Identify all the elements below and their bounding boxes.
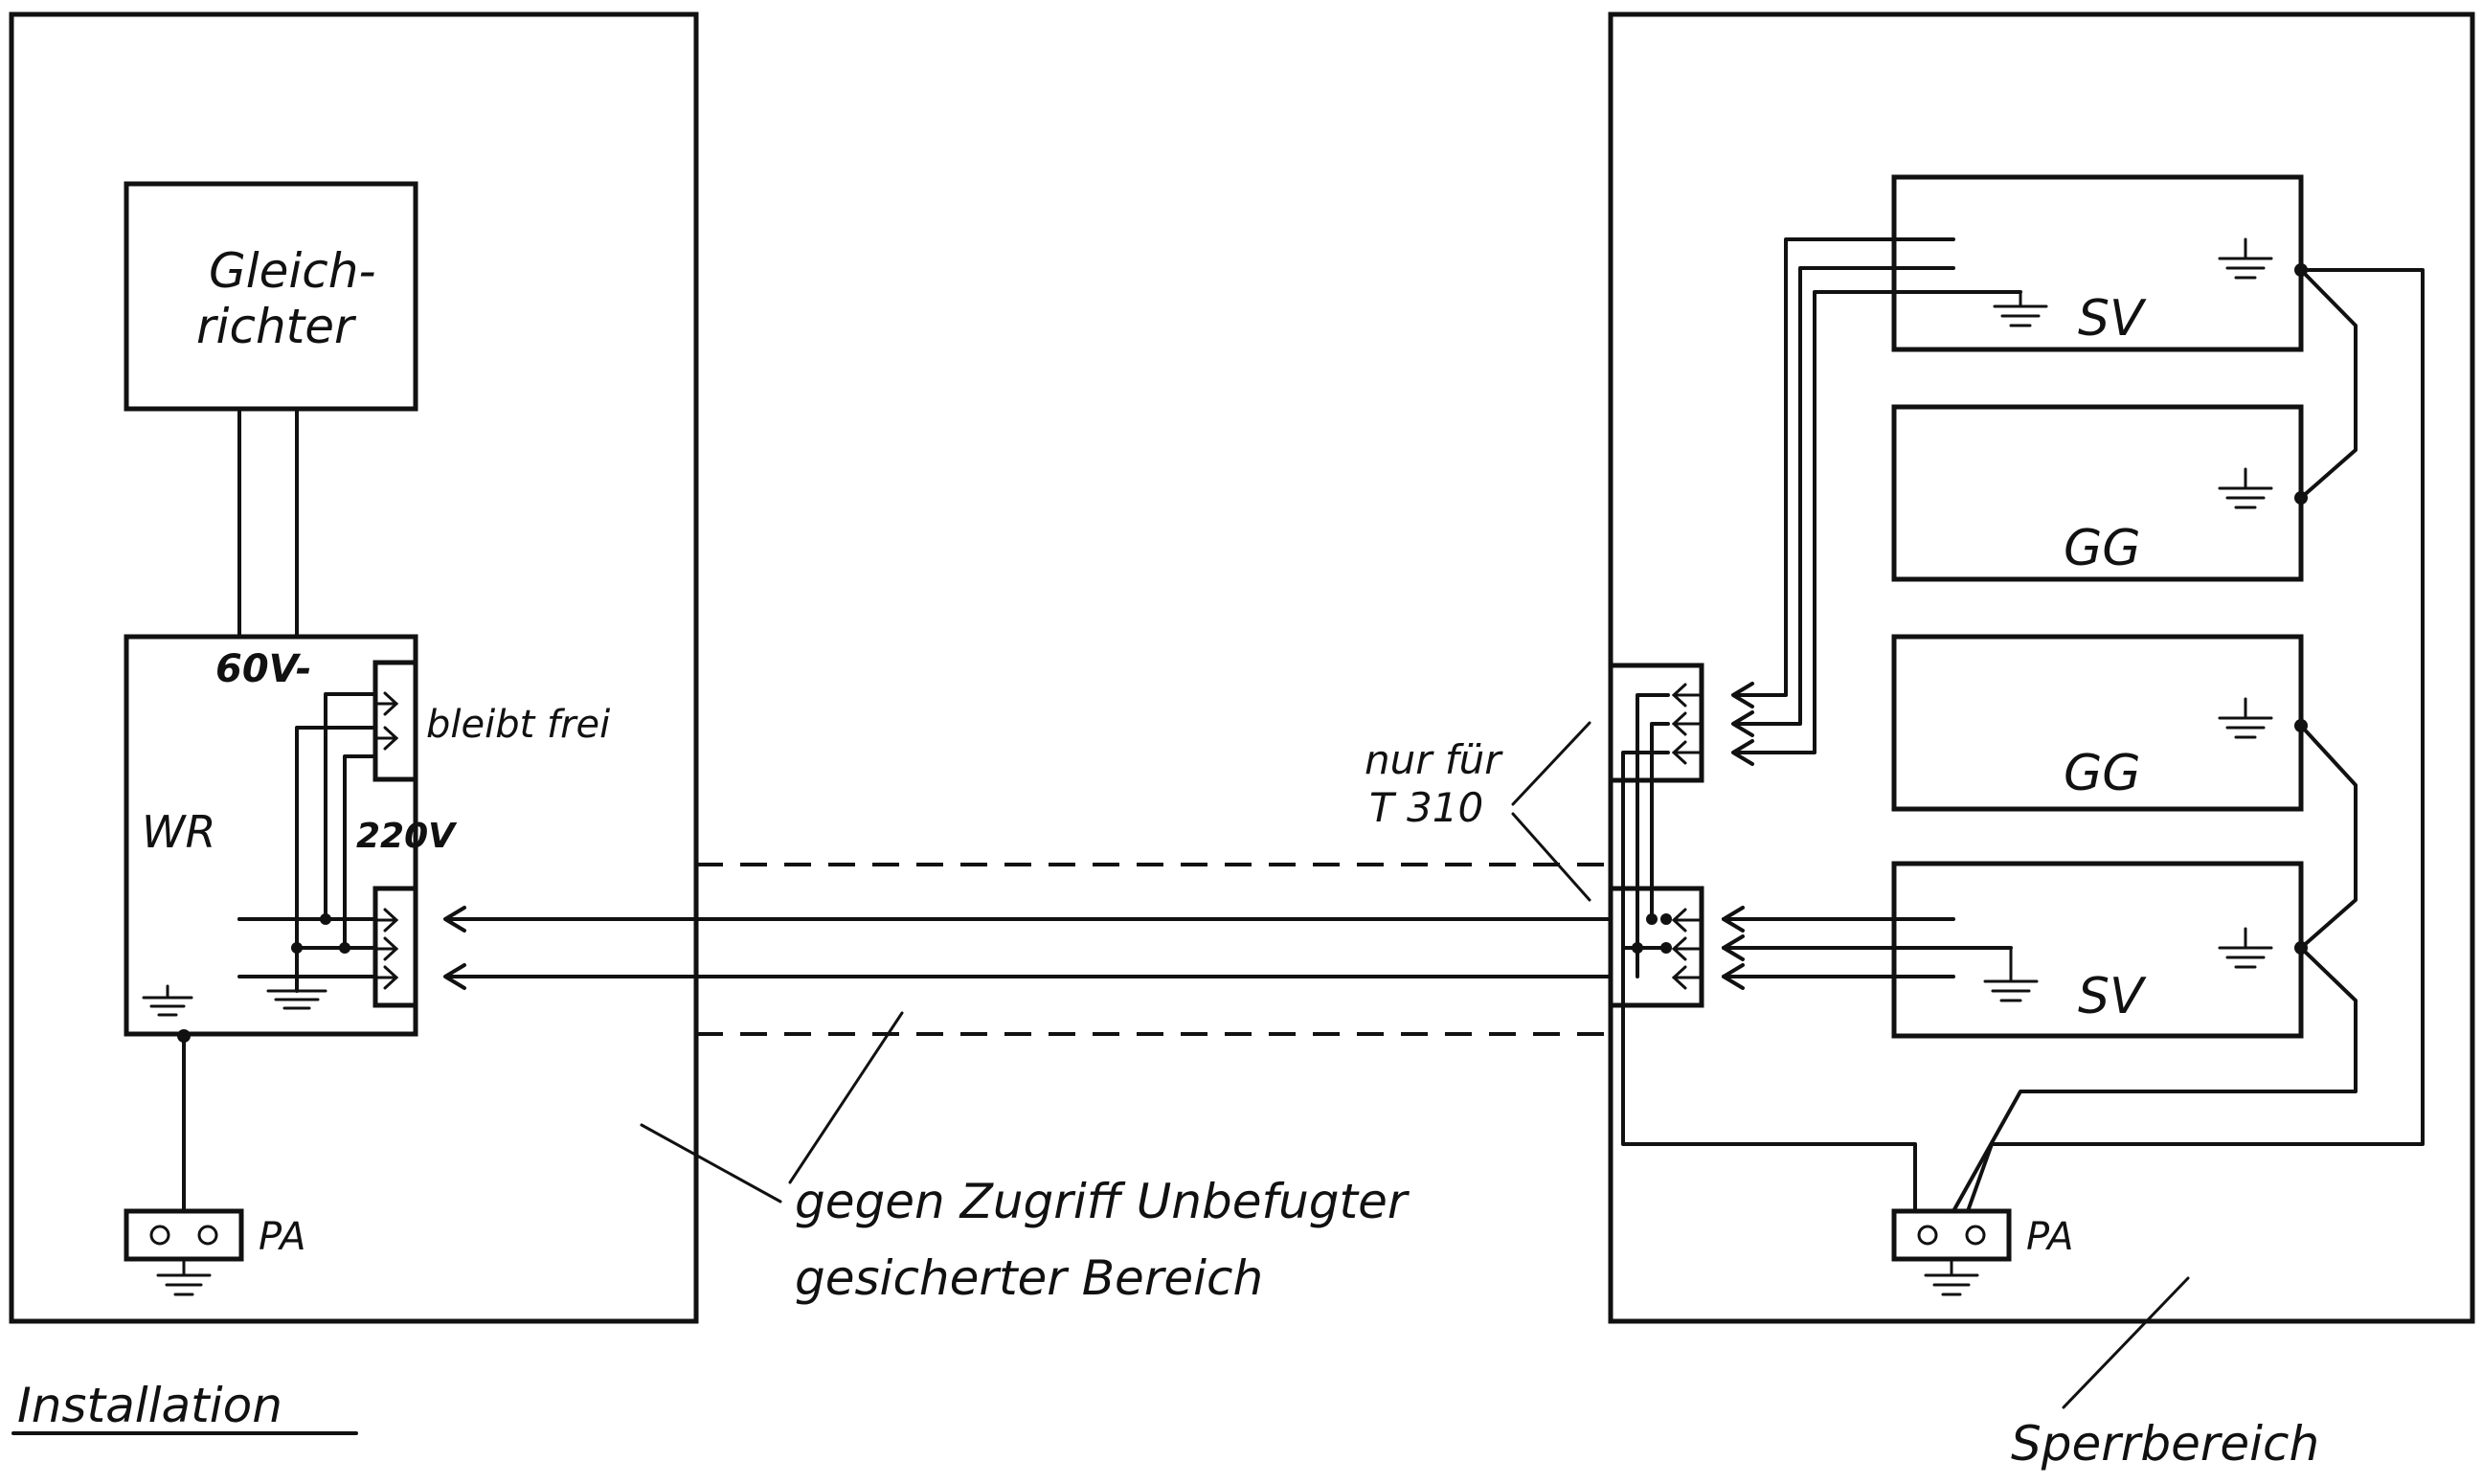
- ground-symbol-pa-right: [1924, 1257, 1979, 1296]
- voltage-dc-label: 60V-: [215, 647, 311, 691]
- leader-line-secured-1: [640, 1123, 782, 1203]
- pe-wire-2: [2299, 268, 2358, 500]
- ground-symbol-sv-top-inner: [1993, 290, 2048, 327]
- installation-label: Installation: [17, 1378, 282, 1433]
- inverter-box: [124, 634, 418, 1037]
- restricted-area-label: Sperrbereich: [2011, 1416, 2319, 1472]
- rectifier-label-line1: Gleich-: [209, 243, 376, 299]
- inverter-wire-b: [295, 726, 377, 950]
- pe-wire-4: [1952, 946, 2358, 1213]
- secured-area-label-line1: gegen Zugriff Unbefugter: [795, 1174, 1410, 1229]
- leader-line-secured-2: [788, 1011, 904, 1184]
- spare-connector-label: bleibt frei: [426, 703, 610, 747]
- device-gg-2-label: GG: [2064, 745, 2141, 802]
- device-gg-1-label: GG: [2064, 520, 2141, 577]
- rectifier-label-line2: richter: [196, 299, 357, 354]
- pa-label-left: PA: [259, 1215, 306, 1259]
- ground-symbol-sv-top: [2218, 237, 2273, 280]
- device-sv-top-label: SV: [2078, 290, 2147, 348]
- ground-symbol-inverter-connector: [266, 989, 327, 1010]
- connector-main-right: [1608, 886, 1704, 1008]
- note-leader-1: [1511, 721, 1591, 806]
- pa-busbar-left: [124, 1208, 244, 1262]
- note-label-line1: nur für: [1365, 736, 1503, 783]
- note-label-line2: T 310: [1369, 784, 1483, 831]
- ground-symbol-gg-1: [2218, 467, 2273, 509]
- pa-busbar-right: [1891, 1208, 2012, 1262]
- ground-symbol-sv-bottom-inner: [1983, 946, 2039, 1002]
- leader-line-restricted: [2062, 1276, 2190, 1409]
- secured-area-label-line2: gesicherter Bereich: [795, 1250, 1263, 1306]
- voltage-ac-label: 220V: [356, 817, 458, 856]
- inverter-label: WR: [142, 806, 215, 858]
- ground-symbol-inverter: [142, 984, 193, 1017]
- installation-area-frame: [9, 11, 699, 1324]
- pe-wire-1: [1966, 268, 2425, 1213]
- rectifier-box: [124, 181, 418, 412]
- pe-wire-3: [2299, 724, 2358, 950]
- ground-symbol-sv-bottom: [2218, 927, 2273, 969]
- ground-symbol-gg-2: [2218, 697, 2273, 739]
- pa-label-right: PA: [2026, 1215, 2074, 1259]
- ground-symbol-pa-left: [156, 1257, 212, 1296]
- spare-connector: [372, 660, 418, 782]
- restricted-area-frame: [1608, 11, 2475, 1324]
- device-sv-bottom-label: SV: [2078, 968, 2147, 1025]
- note-leader-2: [1511, 812, 1591, 902]
